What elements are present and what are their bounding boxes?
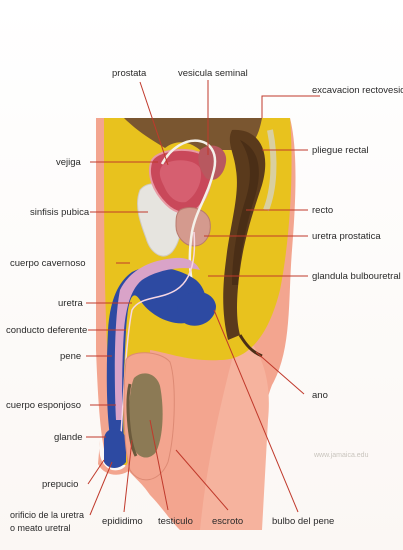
label-ano: ano [312,390,328,401]
label-prostata: prostata [112,68,147,79]
label-pene: pene [60,351,81,362]
label-escroto: escroto [212,516,243,527]
label-orificio-uretra: orificio de la uretra [10,510,84,520]
label-glandula-bulbouretral: glandula bulbouretral [312,271,401,282]
label-meato-uretral: o meato uretral [10,523,71,533]
label-prepucio: prepucio [42,479,78,490]
label-vesicula-seminal: vesicula seminal [178,68,248,79]
glans [104,429,126,468]
label-excavacion-rectovesical: excavacion rectovesical [312,85,403,96]
label-uretra-prostatica: uretra prostatica [312,231,381,242]
label-pliegue-rectal: pliegue rectal [312,145,369,156]
label-uretra: uretra [58,298,84,309]
label-epididimo: epididimo [102,516,143,527]
label-bulbo-del-pene: bulbo del pene [272,516,334,527]
label-sinfisis-pubica: sinfisis pubica [30,207,90,218]
label-cuerpo-cavernoso: cuerpo cavernoso [10,258,86,269]
testicle [129,373,162,457]
label-testiculo: testiculo [158,516,193,527]
watermark: www.jamaica.edu [313,452,369,459]
label-vejiga: vejiga [56,157,82,168]
label-recto: recto [312,205,333,216]
label-cuerpo-esponjoso: cuerpo esponjoso [6,400,81,411]
label-glande: glande [54,432,83,443]
label-conducto-deferente: conducto deferente [6,325,87,336]
